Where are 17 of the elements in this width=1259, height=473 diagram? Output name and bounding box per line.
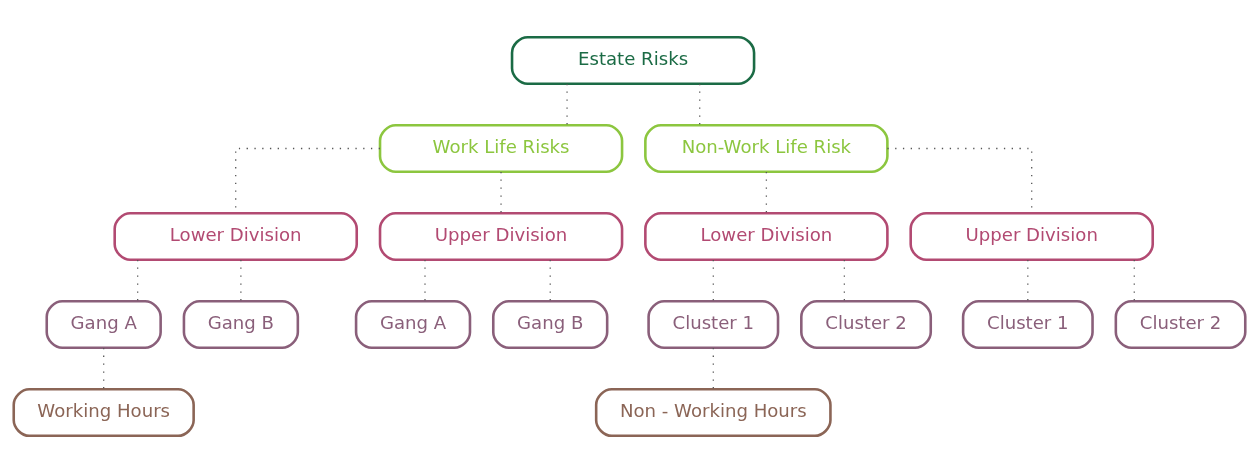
node-box: Gang B [182,299,300,350]
node-box: Gang A [45,299,162,350]
node-box: Cluster 2 [1114,299,1247,350]
node-box: Working Hours [12,387,195,438]
node-box: Cluster 2 [800,299,933,350]
node-box: Non-Work Life Risk [644,123,889,174]
node-box: Lower Division [644,211,889,262]
node-box: Upper Division [909,211,1154,262]
node-box: Cluster 1 [647,299,780,350]
node-box: Cluster 1 [961,299,1094,350]
node-box: Gang A [354,299,472,350]
node-box: Non - Working Hours [594,387,832,438]
node-box: Work Life Risks [378,123,624,174]
node-box: Upper Division [378,211,624,262]
node-box: Gang B [491,299,609,350]
node-box: Estate Risks [510,35,756,86]
node-box: Lower Division [113,211,359,262]
